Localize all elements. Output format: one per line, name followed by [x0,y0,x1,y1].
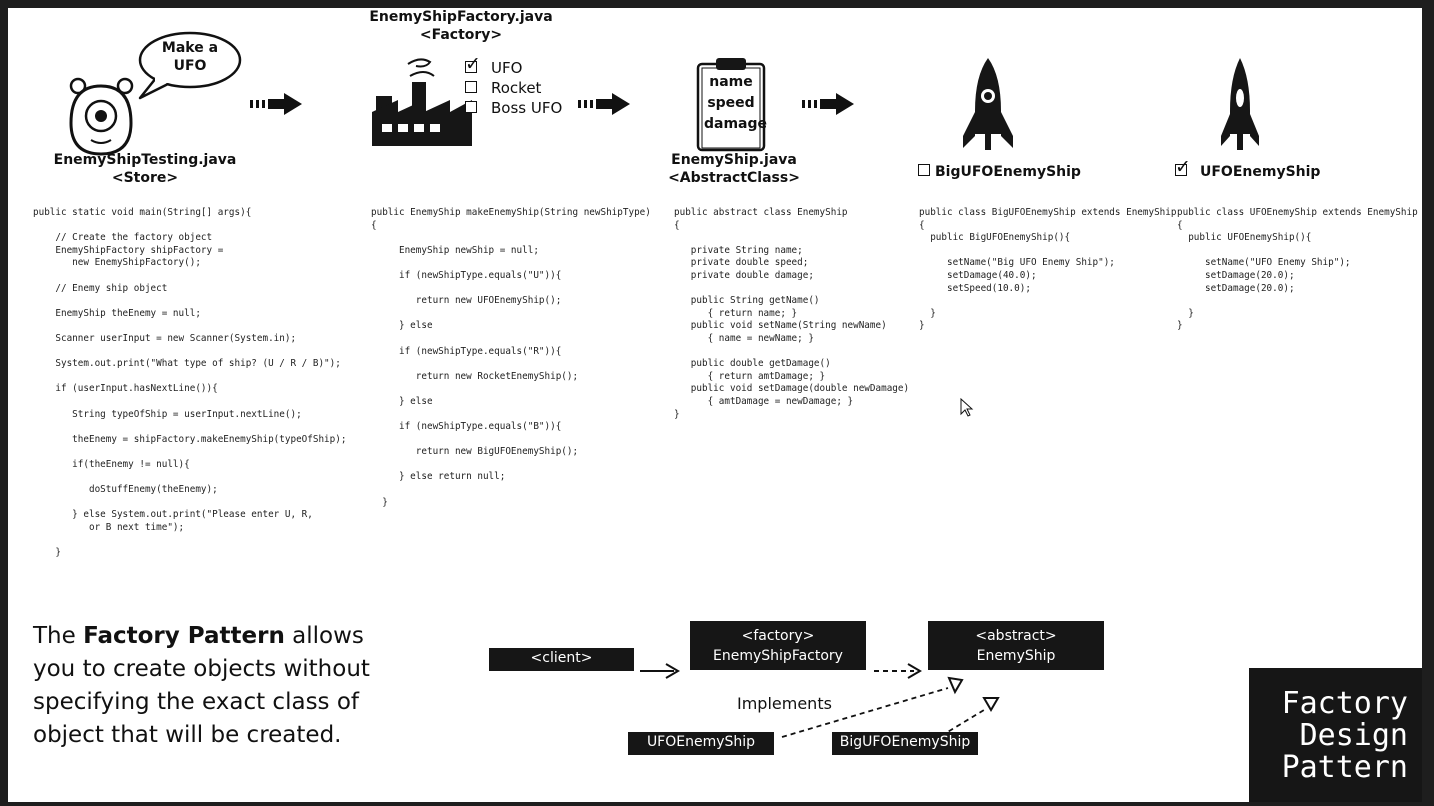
ufo-ship-checkbox [1175,164,1187,176]
uml-ufo-label: UFOEnemyShip [646,734,756,750]
uml-abstract-stereotype: <abstract> [975,628,1057,644]
factory-option-boss-ufo: Boss UFO [491,99,563,117]
clipboard-item-name: name [709,74,753,90]
uml-factory-stereotype: <factory> [741,628,815,644]
factory-option-ufo: UFO [491,59,523,77]
abstract-file-name: EnemyShip.java [671,152,797,168]
store-file-name: EnemyShipTesting.java [53,152,237,168]
abstract-role: <AbstractClass> [668,170,800,186]
rocket-checkbox [465,81,477,93]
uml-factory-name: EnemyShipFactory [713,648,843,664]
checkmark-icon: ✓ [1175,156,1191,178]
bubble-text: Make a UFO [148,39,232,75]
uml-big-ufo-box: BigUFOEnemyShip [832,732,978,755]
flow-arrow-icon [578,93,630,115]
diagram-canvas: Make a UFO EnemyShipTesting.java <Store>… [8,8,1422,802]
uml-ufo-box: UFOEnemyShip [628,732,774,755]
clipboard-icon [696,58,766,152]
bubble-line-1: Make a [161,40,219,56]
abstract-code: public abstract class EnemyShip { privat… [674,207,910,420]
uml-client-label: <client> [530,650,593,666]
title-line-2: Design [1299,718,1408,753]
bubble-line-2: UFO [173,58,207,74]
ufo-ship-name: UFOEnemyShip [1200,164,1321,180]
uml-factory-box: <factory> EnemyShipFactory [690,621,866,670]
rocket-icon [963,58,1013,150]
caption-bold: Factory Pattern [83,623,285,649]
uml-big-ufo-label: BigUFOEnemyShip [839,734,971,750]
caption-pre: The [33,623,84,649]
factory-title: EnemyShipFactory.java <Factory> [361,8,561,44]
flow-arrow-icon [802,93,854,115]
factory-role: <Factory> [419,27,503,43]
title-line-1: Factory [1281,686,1408,721]
clipboard-item-speed: speed [707,95,755,111]
factory-option-rocket: Rocket [491,79,542,97]
rocket-icon [1221,58,1259,150]
caption: The Factory Pattern allows you to create… [33,620,413,752]
uml-connectors [640,663,1000,738]
checkmark-icon: ✓ [465,53,481,75]
title-badge: Factory Design Pattern [1249,668,1422,802]
uml-client-box: <client> [489,648,634,671]
store-role: <Store> [111,170,179,186]
speech-bubble [138,31,242,100]
monster-icon [69,77,134,156]
factory-file-name: EnemyShipFactory.java [369,9,553,25]
uml-implements-label: Implements [737,694,832,713]
boss-ufo-checkbox [465,101,477,113]
flow-arrow-icon [250,93,302,115]
ufo-checkbox [465,61,477,73]
big-ufo-checkbox [918,164,930,176]
uml-abstract-box: <abstract> EnemyShip [928,621,1104,670]
mouse-cursor-icon [960,398,974,417]
big-ufo-ship-name: BigUFOEnemyShip [935,164,1081,180]
factory-icon [372,58,472,146]
uml-abstract-name: EnemyShip [976,648,1056,664]
ufo-code: public class UFOEnemyShip extends EnemyS… [1177,207,1418,332]
store-title: EnemyShipTesting.java <Store> [45,151,245,187]
title-line-3: Pattern [1281,750,1408,785]
store-code: public static void main(String[] args){ … [33,207,347,559]
caption-post: allows you to create objects without spe… [33,623,370,748]
big-ufo-code: public class BigUFOEnemyShip extends Ene… [919,207,1177,332]
abstract-title: EnemyShip.java <AbstractClass> [644,151,824,187]
factory-code: public EnemyShip makeEnemyShip(String ne… [371,207,651,508]
clipboard-item-damage: damage [704,116,768,132]
